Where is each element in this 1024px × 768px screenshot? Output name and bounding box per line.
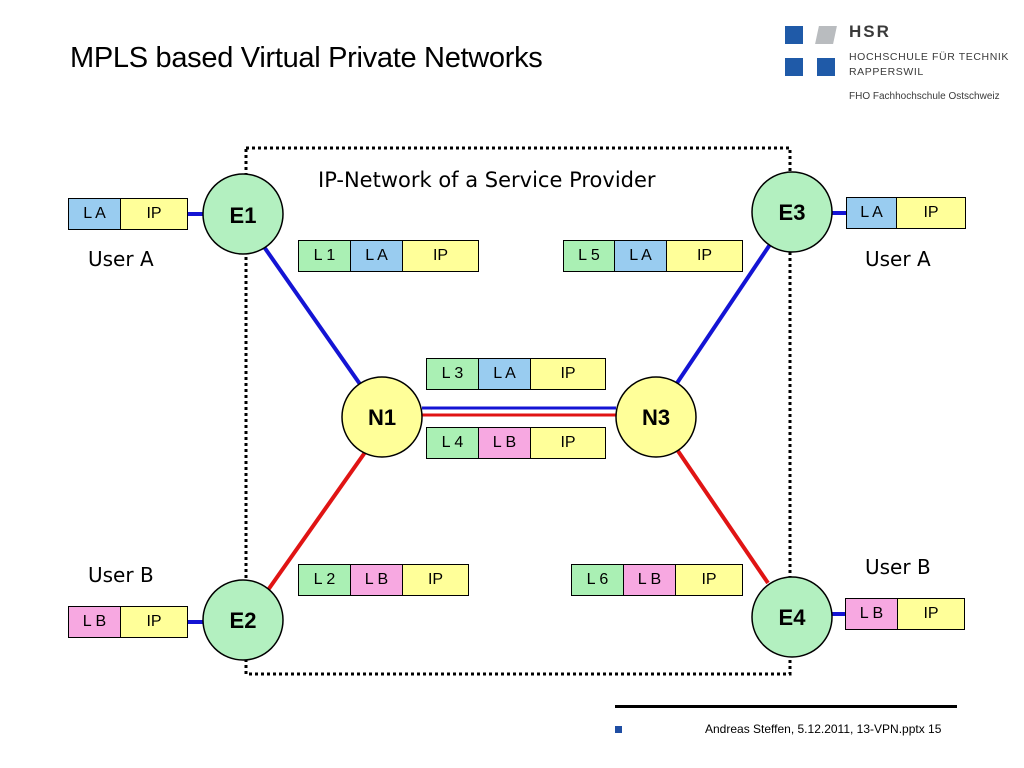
logo-line-3: FHO Fachhochschule Ostschweiz xyxy=(849,91,1000,102)
logo-square xyxy=(785,58,803,76)
ip-field: IP xyxy=(531,359,605,389)
link-e3-n3 xyxy=(673,241,773,388)
footer-rule xyxy=(615,705,957,708)
user-b-right-label: User B xyxy=(865,555,931,579)
slide-title: MPLS based Virtual Private Networks xyxy=(70,42,543,74)
node-e4: E4 xyxy=(751,576,833,658)
packet-e1-n1: L 1 L A IP xyxy=(298,240,479,272)
outer-label-field: L 5 xyxy=(564,241,615,271)
outer-label-field: L 2 xyxy=(299,565,351,595)
user-a-right-label: User A xyxy=(865,247,931,271)
node-e3: E3 xyxy=(751,171,833,253)
node-n3-label: N3 xyxy=(642,405,670,430)
packet-e2-n1: L 2 L B IP xyxy=(298,564,469,596)
packet-user-a-right: L A IP xyxy=(846,197,966,229)
provider-boundary xyxy=(244,146,792,676)
ip-field: IP xyxy=(667,241,742,271)
outer-label-field: L 3 xyxy=(427,359,479,389)
ip-field: IP xyxy=(403,241,478,271)
node-n3: N3 xyxy=(615,376,697,458)
footer-bullet xyxy=(615,726,622,733)
node-e2: E2 xyxy=(202,579,284,661)
logo-name: HSR xyxy=(849,22,891,41)
user-b-left-label: User B xyxy=(88,563,154,587)
hsr-logo: HSR HOCHSCHULE FÜR TECHNIK RAPPERSWIL FH… xyxy=(785,22,1020,112)
packet-user-b-right: L B IP xyxy=(845,598,965,630)
logo-line-1: HOCHSCHULE FÜR TECHNIK xyxy=(849,51,1010,63)
link-e2-n1 xyxy=(266,449,368,592)
node-e4-label: E4 xyxy=(779,605,807,630)
ip-field: IP xyxy=(531,428,605,458)
vpn-label-field: L A xyxy=(615,241,667,271)
ip-field: IP xyxy=(897,198,965,228)
ip-field: IP xyxy=(898,599,964,629)
packet-e4-n3: L 6 L B IP xyxy=(571,564,743,596)
node-e3-label: E3 xyxy=(779,200,806,225)
label-field: L A xyxy=(69,199,121,229)
ip-field: IP xyxy=(403,565,468,595)
link-e4-n3 xyxy=(676,449,770,585)
packet-n1-n3-a: L 3 L A IP xyxy=(426,358,606,390)
footer-text: Andreas Steffen, 5.12.2011, 13-VPN.pptx … xyxy=(705,722,942,736)
node-e1-label: E1 xyxy=(230,203,257,228)
vpn-label-field: L B xyxy=(624,565,676,595)
packet-user-a-left: L A IP xyxy=(68,198,188,230)
outer-label-field: L 4 xyxy=(427,428,479,458)
ip-field: IP xyxy=(121,607,187,637)
packet-n1-n3-b: L 4 L B IP xyxy=(426,427,606,459)
vpn-label-field: L B xyxy=(479,428,531,458)
node-e2-label: E2 xyxy=(230,608,257,633)
vpn-label-field: L B xyxy=(351,565,403,595)
ip-field: IP xyxy=(676,565,742,595)
provider-network-label: IP-Network of a Service Provider xyxy=(318,168,656,192)
node-n1-label: N1 xyxy=(368,405,396,430)
logo-square xyxy=(817,58,835,76)
vpn-label-field: L A xyxy=(351,241,403,271)
user-a-left-label: User A xyxy=(88,247,154,271)
label-field: L B xyxy=(69,607,121,637)
packet-e3-n3: L 5 L A IP xyxy=(563,240,743,272)
label-field: L B xyxy=(846,599,898,629)
outer-label-field: L 1 xyxy=(299,241,351,271)
packet-user-b-left: L B IP xyxy=(68,606,188,638)
logo-square xyxy=(785,26,803,44)
node-n1: N1 xyxy=(341,376,423,458)
link-e1-n1 xyxy=(260,242,364,389)
vpn-label-field: L A xyxy=(479,359,531,389)
node-e1: E1 xyxy=(202,173,284,255)
label-field: L A xyxy=(847,198,897,228)
ip-field: IP xyxy=(121,199,187,229)
logo-line-2: RAPPERSWIL xyxy=(849,66,924,78)
outer-label-field: L 6 xyxy=(572,565,624,595)
